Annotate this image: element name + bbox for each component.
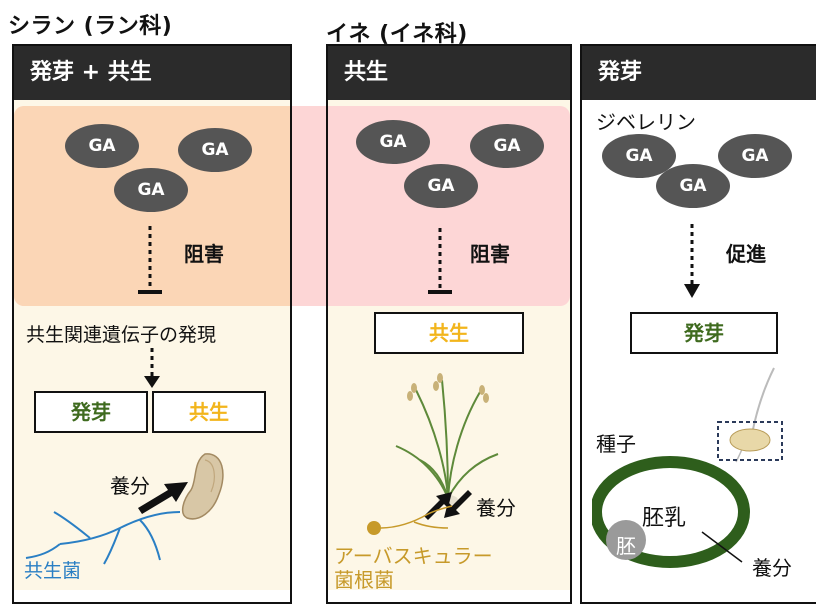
nutrient-label-middle: 養分 [476,496,516,520]
inhibit-arrow-left [138,226,162,294]
inhibit-label-middle: 阻害 [470,242,510,266]
endosperm-label: 胚乳 [642,506,687,531]
embryo-label: 胚 [616,534,636,558]
orchid-protocorm-image [181,453,224,520]
ga-molecule: GA [718,134,792,178]
ga-molecule: GA [356,120,430,164]
ga-molecule: GA [656,164,730,208]
ga-molecule: GA [404,164,478,208]
promote-label: 促進 [726,242,766,266]
nutrient-label-right: 養分 [752,556,792,580]
amf-label-line1: アーバスキュラー [334,544,493,568]
ga-molecule: GA [114,168,188,212]
gene-arrow-down [144,348,160,388]
ga-molecule: GA [602,134,676,178]
box-germination-left: 発芽 [34,391,148,433]
promote-arrow [684,224,700,298]
inhibit-label-left: 阻害 [184,242,224,266]
box-symbiosis-middle: 共生 [374,312,524,354]
gene-expression-label: 共生関連遺伝子の発現 [26,324,217,346]
fungal-hyphae [25,511,181,565]
nutrient-arrow-left [138,482,188,514]
box-germination-right: 発芽 [630,312,778,354]
seed-label: 種子 [596,432,636,456]
inhibit-arrow-middle [428,228,452,294]
panel-header-left: 発芽 + 共生 [14,46,290,100]
amf-hyphae [367,505,453,535]
ga-molecule: GA [470,124,544,168]
box-symbiosis-left: 共生 [152,391,266,433]
symbiotic-fungus-label: 共生菌 [24,560,82,582]
panel-symbiosis-rice: 共生 [326,44,572,604]
seed-cross-section [592,456,750,568]
nutrient-label-left: 養分 [110,474,150,498]
amf-label-line2: 菌根菌 [334,568,394,592]
panel-germination-symbiosis: 発芽 + 共生 [12,44,292,604]
ga-molecule: GA [65,124,139,168]
seedling-image [717,367,783,463]
ga-molecule: GA [178,128,252,172]
panel-header-middle: 共生 [328,46,570,100]
rice-plant-image [395,373,499,505]
panel-header-right: 発芽 [582,46,816,100]
gibberellin-label: ジベレリン [596,110,696,134]
rice-title: イネ (イネ科) [326,22,468,47]
orchid-title: シラン (ラン科) [8,14,173,39]
